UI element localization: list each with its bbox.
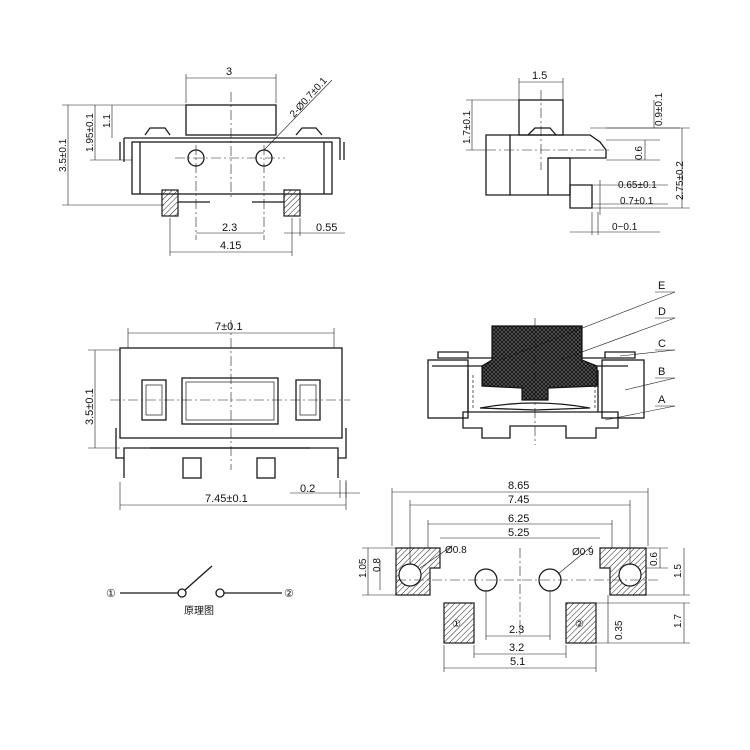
fp-h1: 1.05	[358, 558, 369, 578]
fp-pad-label-1: ①	[452, 619, 461, 630]
schematic: ① ② 原理图	[106, 565, 294, 617]
fp-pad-total: 5.1	[510, 656, 525, 668]
fp-hole-left	[398, 563, 422, 587]
dim-lead-thickness: 0.2	[300, 483, 315, 495]
section-right-frame	[601, 359, 645, 419]
side-lead	[569, 184, 593, 209]
dim-step: 0.6	[634, 146, 645, 160]
label-d: D	[658, 306, 666, 318]
dim-height-body: 1.95±0.1	[85, 113, 96, 152]
dim-actuator-h: 1.7±0.1	[462, 110, 473, 144]
schematic-pin-1: ①	[106, 588, 116, 600]
fp-pad-gap: 0.35	[614, 620, 625, 640]
top-view: 7±0.1 3.5±0.1 7.45±0.1 0.2	[84, 320, 360, 510]
label-a: A	[658, 394, 666, 406]
body-tabs	[144, 127, 323, 136]
fp-pad-h: 1.7	[673, 614, 684, 628]
section-base	[462, 411, 619, 439]
dim-standoff: 0~0.1	[612, 222, 638, 233]
fp-hole-b: Ø0.9	[572, 547, 594, 558]
fp-h3: 0.6	[649, 552, 660, 566]
label-e: E	[658, 280, 665, 292]
side-view: 1.5 1.7±0.1 0.9±0.1 0.6 2.75±0.2 0.65±0.…	[462, 70, 690, 235]
side-body-main	[510, 134, 607, 196]
section-view: E D C B A	[427, 280, 676, 445]
dim-height-total-side: 2.75±0.2	[675, 161, 686, 200]
pad-left	[161, 189, 179, 217]
dim-height-total: 3.5±0.1	[58, 138, 69, 172]
dim-pitch: 2.3	[222, 222, 237, 234]
fp-hole-a: Ø0.8	[445, 545, 467, 556]
section-actuator	[481, 325, 598, 401]
pad-right	[283, 189, 301, 217]
fp-pitch: 2.3	[509, 624, 524, 636]
fp-pad-span: 3.2	[509, 642, 524, 654]
front-view: 3 3.5±0.1 1.95±0.1 1.1 2-Ø0.7±0.1 2.3 4.…	[58, 66, 345, 256]
schematic-caption: 原理图	[184, 605, 214, 617]
fp-h4: 1.5	[673, 564, 684, 578]
dim-lead-a: 0.65±0.1	[618, 180, 657, 191]
schematic-pin-2: ②	[284, 588, 294, 600]
dim-lead-b: 0.7±0.1	[620, 196, 654, 207]
side-body-left	[485, 134, 511, 196]
hole-note: 2-Ø0.7±0.1	[288, 75, 330, 120]
dim-width-top-view: 7±0.1	[215, 321, 242, 333]
dim-pad-w: 0.55	[316, 222, 337, 234]
fp-pad-bottom-right	[565, 602, 597, 644]
top-lead-left	[182, 457, 202, 479]
fp-dim-1: 8.65	[508, 480, 529, 492]
top-lead-right	[256, 457, 276, 479]
schematic-node-right	[215, 588, 225, 598]
fp-pad-bottom-left	[443, 602, 475, 644]
side-leg	[548, 157, 571, 196]
dim-top-offset: 0.9±0.1	[654, 92, 665, 126]
fp-hole-right	[618, 563, 642, 587]
fp-h2: 0.8	[372, 558, 383, 572]
fp-dim-2: 7.45	[508, 494, 529, 506]
fp-dim-3: 6.25	[508, 513, 529, 525]
dim-height-top-view: 3.5±0.1	[84, 388, 96, 425]
section-dome	[479, 402, 591, 411]
fp-pad-label-2: ②	[575, 619, 584, 630]
side-tab	[527, 127, 557, 136]
label-b: B	[658, 366, 665, 378]
dim-span: 4.15	[220, 240, 241, 252]
schematic-switch-blade	[184, 565, 213, 591]
fp-dim-4: 5.25	[508, 527, 529, 539]
top-side-leads	[123, 458, 339, 478]
body-top	[119, 137, 345, 162]
dim-width-total: 7.45±0.1	[205, 493, 248, 505]
dim-width-top: 3	[226, 66, 232, 78]
label-c: C	[658, 338, 666, 350]
top-actuator	[181, 377, 279, 425]
section-left-frame	[427, 359, 469, 419]
body	[131, 141, 333, 195]
dim-height-actuator: 1.1	[102, 114, 113, 128]
schematic-node-left	[177, 588, 187, 598]
footprint-view: ① ② 8.65 7.45 6.25 5.25 Ø0.8 Ø0.9 1.05 0…	[358, 480, 690, 672]
dim-actuator-w: 1.5	[532, 70, 547, 82]
